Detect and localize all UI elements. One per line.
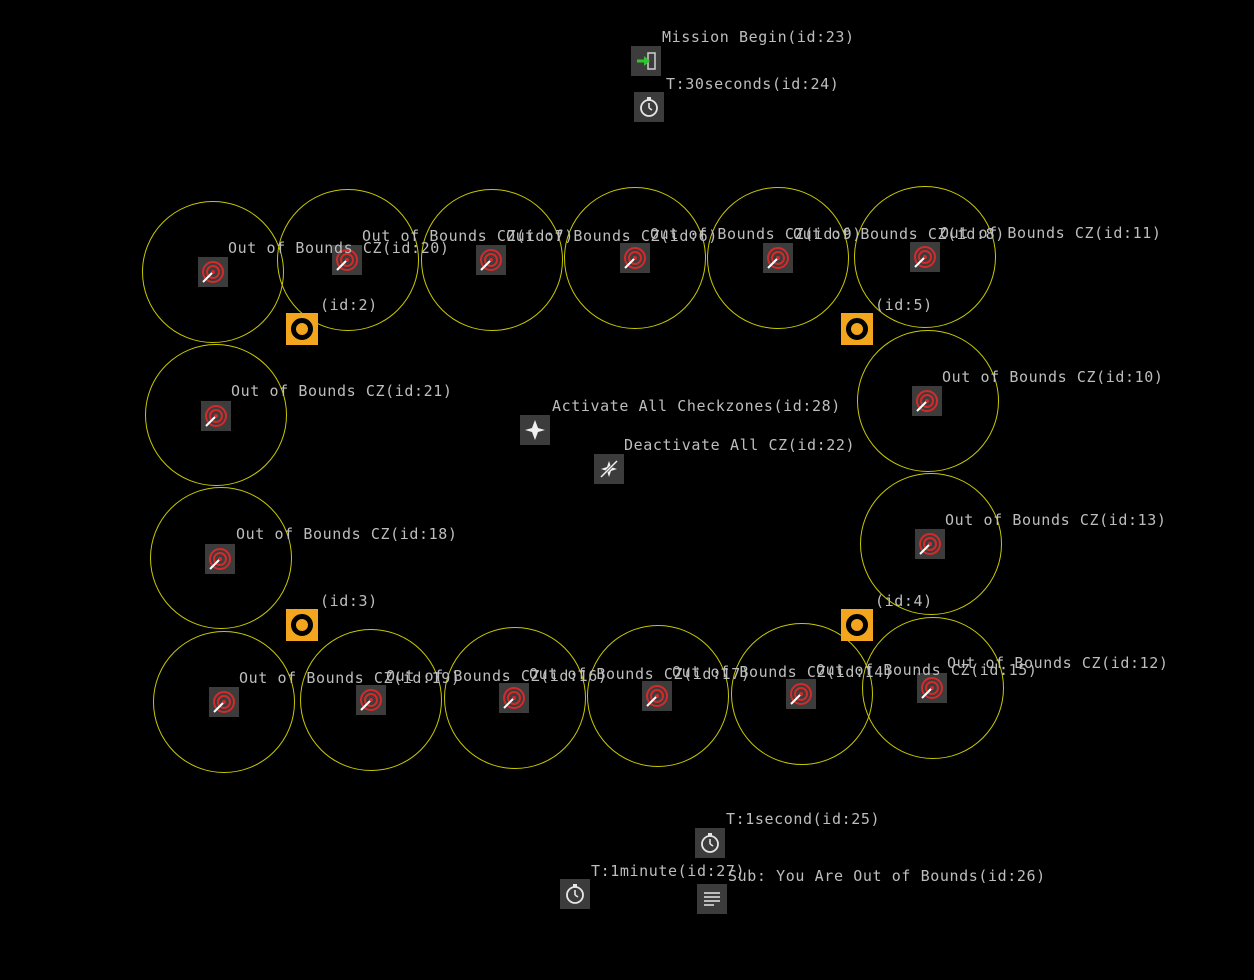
deactivate-icon — [599, 459, 619, 479]
checkzone-radius — [421, 189, 563, 331]
target-icon — [360, 689, 382, 711]
timer-label: T:30seconds(id:24) — [666, 75, 840, 93]
checkzone-label: Out of Bounds CZ(id:19) — [239, 669, 461, 687]
subtitle-label: Sub: You Are Out of Bounds(id:26) — [728, 867, 1046, 885]
timer-node[interactable] — [560, 879, 590, 909]
subtitle-node[interactable] — [697, 884, 727, 914]
target-icon — [624, 247, 646, 269]
target-icon — [205, 405, 227, 427]
stopwatch-icon — [566, 884, 584, 904]
stopwatch-icon — [640, 97, 658, 117]
checkzone-label: Out of Bounds CZ(id:15) — [816, 661, 1038, 679]
checkzone-label: Out of Bounds CZ(id:20) — [228, 239, 450, 257]
spawn-label: (id:3) — [320, 592, 378, 610]
mission-begin-label: Mission Begin(id:23) — [662, 28, 855, 46]
target-icon — [767, 247, 789, 269]
checkzone-radius — [153, 631, 295, 773]
target-icon — [202, 261, 224, 283]
timer-label: T:1second(id:25) — [726, 810, 881, 828]
timer-node[interactable] — [634, 92, 664, 122]
checkzone-label: Out of Bounds CZ(id:12) — [947, 654, 1169, 672]
spawn-point[interactable] — [841, 313, 873, 345]
spawn-point-icon — [291, 614, 313, 636]
spawn-point-icon — [846, 318, 868, 340]
target-icon — [336, 249, 358, 271]
checkzone-label: Out of Bounds CZ(id:17) — [529, 665, 751, 683]
deactivate-all-label: Deactivate All CZ(id:22) — [624, 436, 856, 454]
checkzone-node[interactable] — [332, 245, 362, 275]
enter-icon — [637, 52, 656, 70]
checkzone-radius — [854, 186, 996, 328]
spawn-point[interactable] — [286, 313, 318, 345]
checkzone-node[interactable] — [198, 257, 228, 287]
checkzone-label: Out of Bounds CZ(id:8) — [793, 225, 1005, 243]
checkzone-label: Out of Bounds CZ(id:16) — [386, 667, 608, 685]
target-icon — [916, 390, 938, 412]
checkzone-radius — [300, 629, 442, 771]
checkzone-node[interactable] — [915, 529, 945, 559]
deactivate-all-node[interactable] — [594, 454, 624, 484]
checkzone-node[interactable] — [642, 681, 672, 711]
target-icon — [503, 687, 525, 709]
spawn-point-icon — [291, 318, 313, 340]
checkzone-label: Out of Bounds CZ(id:21) — [231, 382, 453, 400]
target-icon — [921, 677, 943, 699]
checkzone-radius — [707, 187, 849, 329]
spawn-label: (id:2) — [320, 296, 378, 314]
checkzone-node[interactable] — [201, 401, 231, 431]
checkzone-label: Out of Bounds CZ(id:10) — [942, 368, 1164, 386]
checkzone-radius — [277, 189, 419, 331]
activate-all-node[interactable] — [520, 415, 550, 445]
checkzone-label: Out of Bounds CZ(id:6) — [506, 227, 718, 245]
checkzone-radius — [564, 187, 706, 329]
checkzone-radius — [444, 627, 586, 769]
checkzone-label: Out of Bounds CZ(id:18) — [236, 525, 458, 543]
activate-all-label: Activate All Checkzones(id:28) — [552, 397, 841, 415]
timer-label: T:1minute(id:27) — [591, 862, 746, 880]
checkzone-node[interactable] — [917, 673, 947, 703]
checkzone-label: Out of Bounds CZ(id:9) — [650, 225, 862, 243]
checkzone-radius — [150, 487, 292, 629]
checkzone-node[interactable] — [356, 685, 386, 715]
checkzone-radius — [857, 330, 999, 472]
spawn-point-icon — [846, 614, 868, 636]
stopwatch-icon — [701, 833, 719, 853]
checkzone-node[interactable] — [205, 544, 235, 574]
spawn-label: (id:5) — [875, 296, 933, 314]
checkzone-node[interactable] — [476, 245, 506, 275]
spawn-point[interactable] — [841, 609, 873, 641]
checkzone-label: Out of Bounds CZ(id:11) — [940, 224, 1162, 242]
text-lines-icon — [704, 892, 720, 906]
target-icon — [213, 691, 235, 713]
mission-begin-node[interactable] — [631, 46, 661, 76]
checkzone-node[interactable] — [620, 243, 650, 273]
checkzone-label: Out of Bounds CZ(id:13) — [945, 511, 1167, 529]
checkzone-label: Out of Bounds CZ(id:14) — [672, 663, 894, 681]
activate-icon — [525, 420, 545, 440]
timer-node[interactable] — [695, 828, 725, 858]
checkzone-node[interactable] — [786, 679, 816, 709]
checkzone-label: Out of Bounds CZ(id:7) — [362, 227, 574, 245]
target-icon — [646, 685, 668, 707]
spawn-label: (id:4) — [875, 592, 933, 610]
checkzone-radius — [860, 473, 1002, 615]
checkzone-node[interactable] — [910, 242, 940, 272]
checkzone-node[interactable] — [912, 386, 942, 416]
target-icon — [914, 246, 936, 268]
checkzone-node[interactable] — [499, 683, 529, 713]
checkzone-radius — [862, 617, 1004, 759]
checkzone-node[interactable] — [763, 243, 793, 273]
target-icon — [480, 249, 502, 271]
target-icon — [209, 548, 231, 570]
target-icon — [919, 533, 941, 555]
checkzone-radius — [145, 344, 287, 486]
target-icon — [790, 683, 812, 705]
checkzone-radius — [587, 625, 729, 767]
checkzone-node[interactable] — [209, 687, 239, 717]
spawn-point[interactable] — [286, 609, 318, 641]
